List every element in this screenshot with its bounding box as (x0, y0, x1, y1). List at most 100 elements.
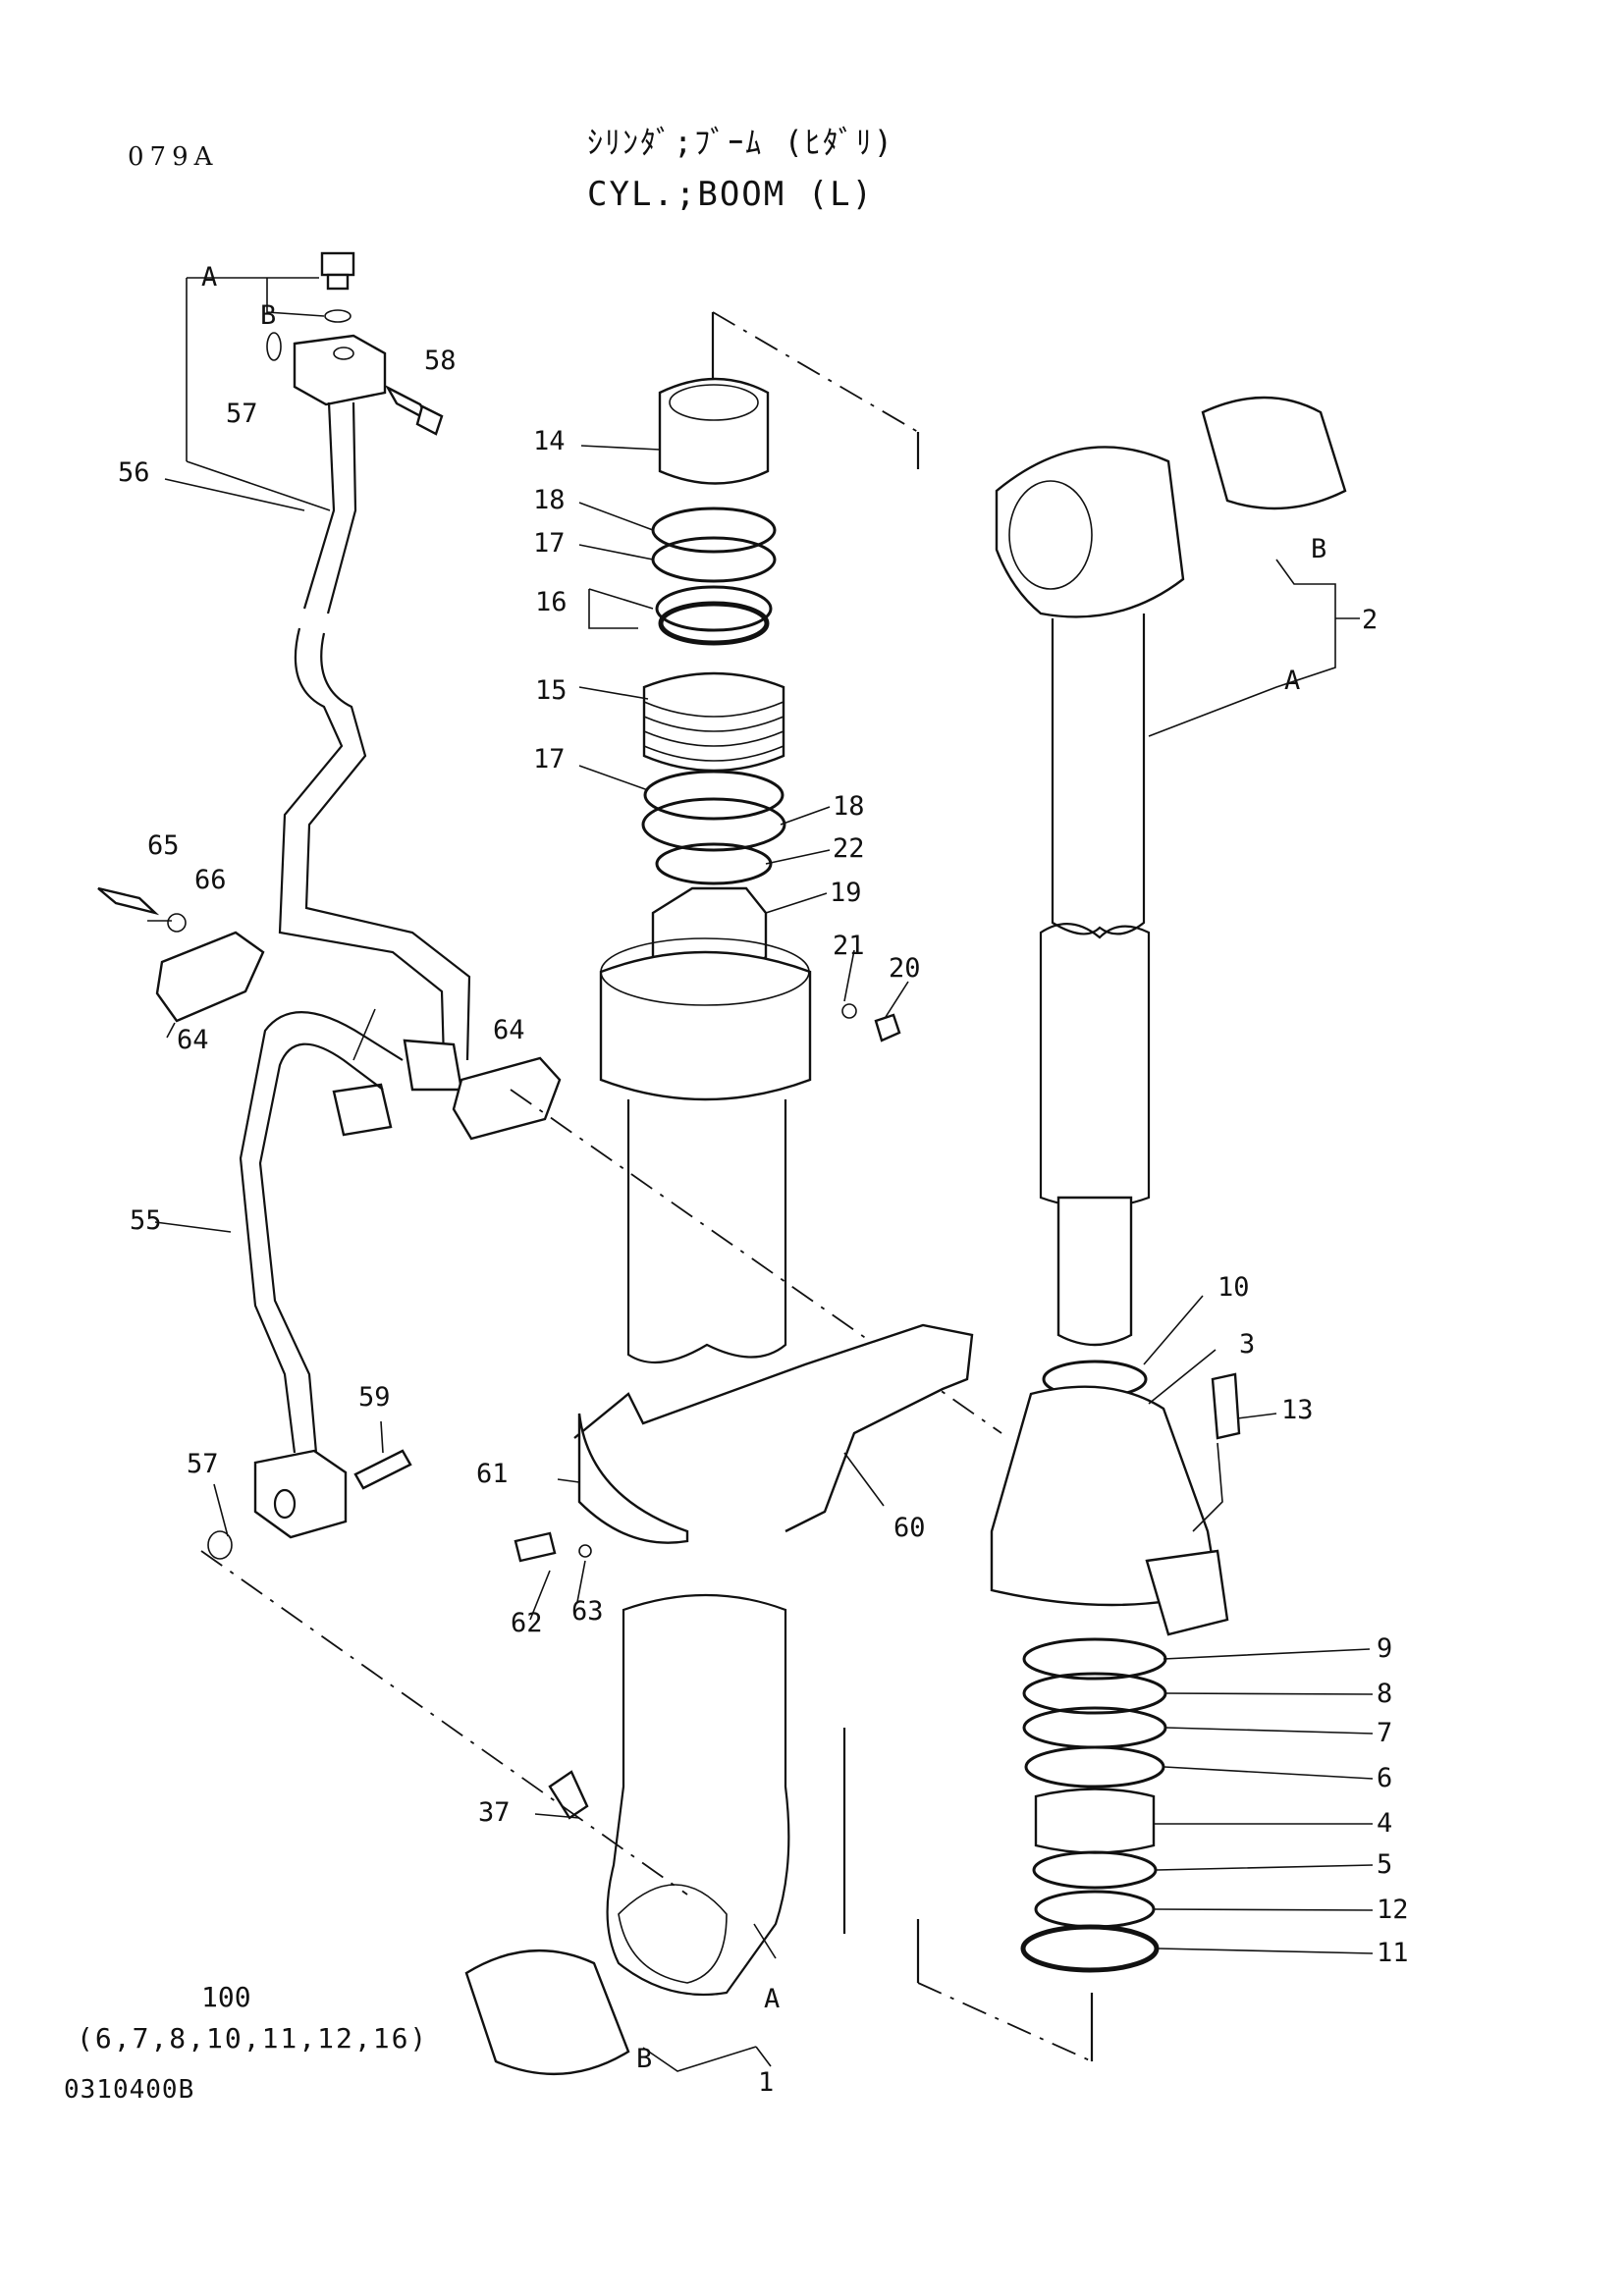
bolt-59 (353, 1449, 412, 1490)
callout-16: 16 (535, 587, 568, 617)
bolt-13 (1211, 1372, 1241, 1440)
o-ring-11 (1020, 1924, 1160, 1973)
plug-20 (874, 1013, 901, 1042)
callout-37: 37 (478, 1797, 511, 1828)
callout-62: 62 (511, 1608, 543, 1638)
callout-2: 2 (1362, 605, 1378, 635)
callout-b-pipe: B (260, 300, 276, 331)
callout-64-right: 64 (493, 1015, 525, 1045)
seal-kit-contents: (6,7,8,10,11,12,16) (77, 2022, 429, 2055)
callout-7: 7 (1377, 1718, 1392, 1748)
ring-22 (655, 842, 773, 885)
ring-12 (1034, 1890, 1156, 1929)
callout-17-lower: 17 (533, 744, 566, 774)
washer-63 (578, 1544, 592, 1558)
clamp-64-right (452, 1056, 562, 1141)
callout-9: 9 (1377, 1633, 1392, 1664)
page-code: 079A (128, 142, 219, 172)
rod-threaded-end (1056, 1196, 1133, 1347)
callout-22: 22 (833, 833, 865, 864)
o-ring-57-lower (207, 1530, 233, 1560)
pipe-nut-upper (403, 1039, 463, 1092)
clamp-61 (577, 1413, 689, 1544)
bushing-b-lower (464, 1949, 630, 2075)
cylinder-tube (606, 1593, 790, 1997)
callout-b-tube: B (636, 2044, 652, 2074)
callout-4: 4 (1377, 1808, 1392, 1839)
callout-59: 59 (358, 1382, 391, 1413)
callout-labels: A B 57 58 56 65 66 64 64 55 59 57 14 18 … (118, 262, 1409, 2098)
callout-11: 11 (1377, 1938, 1409, 1968)
callout-3: 3 (1239, 1329, 1255, 1360)
callout-21: 21 (833, 931, 865, 961)
callout-a-tube: A (764, 1984, 780, 2014)
ring-6 (1024, 1745, 1165, 1789)
callout-a-pipe: A (201, 262, 217, 293)
callout-61: 61 (476, 1459, 509, 1489)
callout-8: 8 (1377, 1679, 1392, 1709)
callout-17-upper: 17 (533, 528, 566, 559)
bolt-65 (97, 886, 160, 916)
callout-55: 55 (130, 1205, 162, 1236)
cylinder-head (599, 950, 812, 1101)
callout-20: 20 (889, 953, 921, 984)
callout-18-upper: 18 (533, 485, 566, 515)
washer-66 (167, 913, 187, 933)
callout-a-rod: A (1284, 666, 1300, 696)
callout-13: 13 (1281, 1395, 1314, 1425)
callout-64-left: 64 (177, 1025, 209, 1055)
pipe-nut-lower (332, 1083, 393, 1137)
pipe-assembly-upper (97, 251, 562, 1560)
callout-66: 66 (194, 865, 227, 895)
drawing-number: 0310400B (64, 2075, 195, 2105)
clamp-60 (573, 1323, 974, 1533)
callout-1: 1 (758, 2067, 774, 2098)
callout-14: 14 (533, 426, 566, 456)
ring-17-lower (643, 770, 784, 821)
plug-bolt (320, 251, 355, 277)
callout-12: 12 (1377, 1895, 1409, 1925)
rod-assembly (916, 396, 1347, 2062)
bushing-b-upper (1201, 396, 1347, 510)
pipe-flange-lower (253, 1449, 348, 1539)
title-japanese: ｼﾘﾝﾀﾞ;ﾌﾞｰﾑ (ﾋﾀﾞﾘ) (587, 124, 895, 161)
wear-ring-14 (658, 377, 770, 485)
callout-57-upper: 57 (226, 399, 258, 429)
bolt-58 (415, 404, 444, 436)
callout-60: 60 (893, 1513, 926, 1543)
piston-stack (200, 311, 1002, 2075)
ring-5 (1032, 1850, 1158, 1890)
callout-63: 63 (571, 1596, 604, 1627)
ball-21 (841, 1003, 857, 1019)
seal-16 (655, 585, 773, 632)
piston-rod (1039, 923, 1151, 1209)
bushing-4 (1034, 1788, 1156, 1854)
ring-17 (651, 536, 777, 583)
pipe-flange-block (293, 334, 387, 406)
title-english: CYL.;BOOM (L) (587, 175, 875, 214)
callout-6: 6 (1377, 1763, 1392, 1793)
piston-15 (642, 671, 785, 773)
ring-18-lower (641, 797, 786, 852)
leader-lines (147, 277, 1374, 2072)
o-ring-57 (266, 332, 282, 361)
callout-b-rod: B (1311, 534, 1326, 564)
callout-10: 10 (1217, 1272, 1250, 1303)
callout-65: 65 (147, 830, 180, 861)
callout-56: 56 (118, 457, 150, 488)
rod-eye (995, 446, 1185, 618)
callout-5: 5 (1377, 1849, 1392, 1880)
port-block (1145, 1549, 1229, 1636)
clamp-64-left (155, 931, 265, 1023)
callout-57-lower: 57 (187, 1449, 219, 1479)
callout-15: 15 (535, 675, 568, 706)
callout-19: 19 (830, 878, 862, 908)
callout-18-lower: 18 (833, 791, 865, 822)
callout-58: 58 (424, 346, 457, 376)
bolt-62 (514, 1531, 557, 1563)
ring-8 (1022, 1672, 1167, 1715)
o-ring-b (324, 309, 352, 323)
seal-kit-number: 100 (201, 1981, 251, 2013)
